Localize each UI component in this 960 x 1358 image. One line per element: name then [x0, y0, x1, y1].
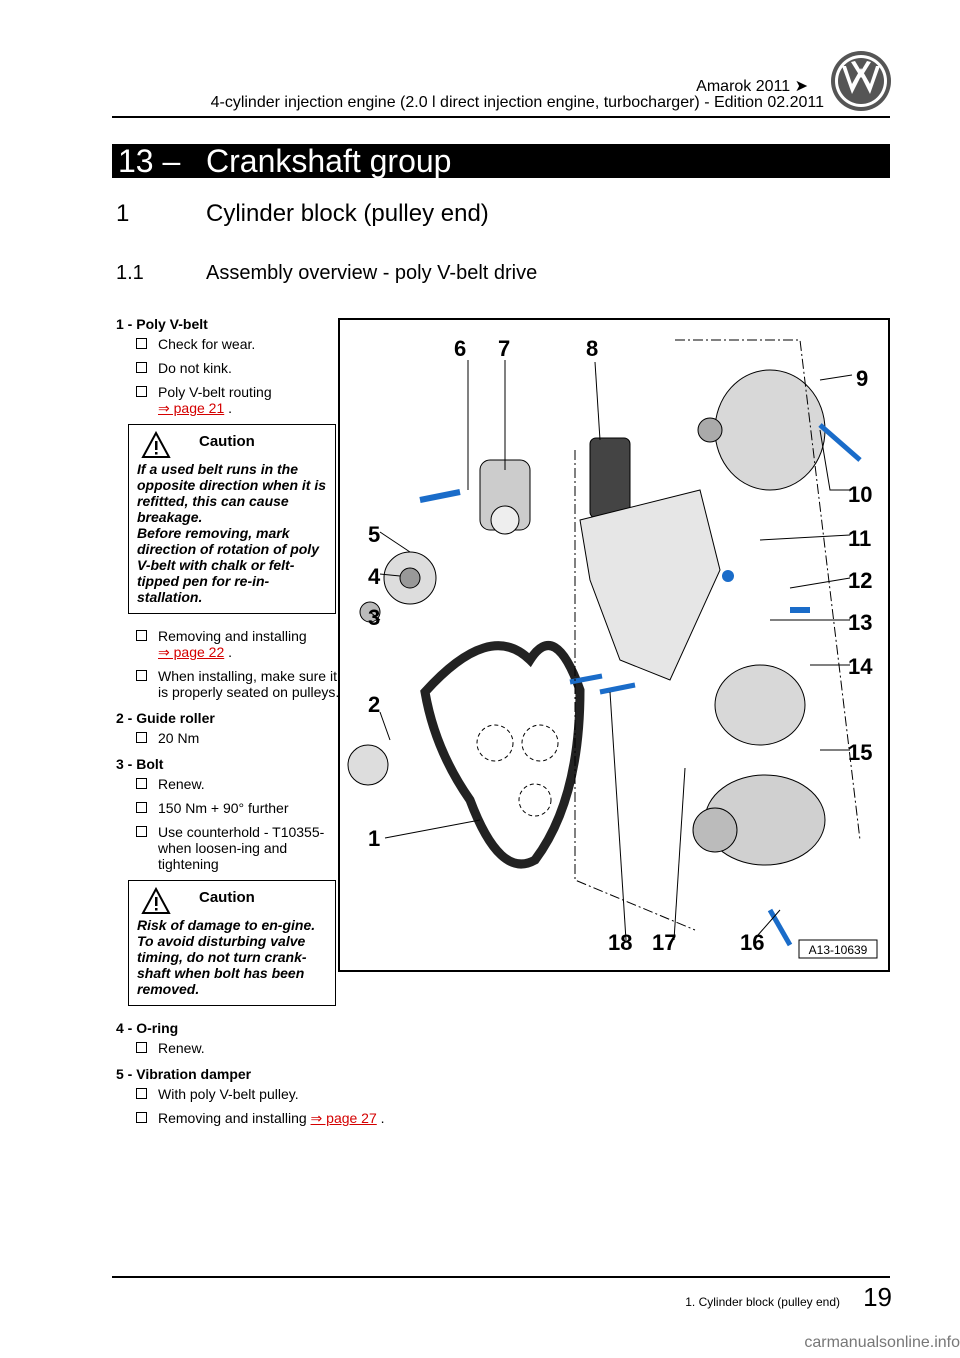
item-title: 3 - Bolt — [116, 756, 164, 772]
parts-list: 1 - Poly V-belt Check for wear. Do not k… — [116, 316, 385, 1134]
caution-title: Caution — [199, 433, 255, 450]
caution-text: If a used belt runs in the opposite dire… — [137, 461, 327, 525]
footer-title: 1. Cylinder block (pulley end) — [685, 1295, 840, 1309]
subsection-title: Assembly overview - poly V-belt drive — [206, 262, 538, 284]
list-item: 20 Nm — [116, 730, 340, 746]
caution-text: Risk of damage to en-gine. — [137, 917, 316, 933]
checkbox-icon — [136, 778, 147, 789]
list-item: With poly V-belt pulley. — [116, 1086, 578, 1102]
header-subtitle: 4-cylinder injection engine (2.0 l direc… — [210, 94, 824, 111]
checkbox-icon — [136, 386, 147, 397]
caution-text: To avoid disturbing valve timing, do not… — [137, 933, 307, 997]
footer-rule — [112, 1276, 890, 1278]
list-item: Do not kink. — [116, 360, 340, 376]
list-item: When installing, make sure it is properl… — [116, 668, 340, 700]
checkbox-icon — [136, 1042, 147, 1053]
page-link[interactable]: ⇒ page 27 — [310, 1110, 377, 1126]
callout-label-10: 10 — [848, 482, 872, 507]
list-item: Use counterhold - T10355- when loosen-in… — [116, 824, 340, 872]
list-item: Renew. — [116, 776, 340, 792]
vw-logo — [831, 51, 891, 111]
caution-box: Caution Risk of damage to en-gine. To av… — [128, 880, 336, 1006]
page-number: 19 — [863, 1282, 892, 1312]
callout-label-8: 8 — [586, 336, 598, 361]
callout-label-6: 6 — [454, 336, 466, 361]
checkbox-icon — [136, 1112, 147, 1123]
callout-label-5: 5 — [368, 522, 380, 547]
checkbox-icon — [136, 802, 147, 813]
list-item: 150 Nm + 90° further — [116, 800, 340, 816]
checkbox-icon — [136, 670, 147, 681]
section-number: 1 — [116, 200, 130, 227]
callout-label-9: 9 — [856, 366, 868, 391]
callout-label-3: 3 — [368, 605, 380, 630]
callout-label-15: 15 — [848, 740, 872, 765]
checkbox-icon — [136, 732, 147, 743]
callout-label-18: 18 — [608, 930, 632, 955]
list-item: Check for wear. — [116, 336, 340, 352]
list-item: Removing and installing ⇒ page 27 . — [116, 1110, 578, 1126]
subsection-number: 1.1 — [116, 262, 144, 284]
chapter-title: Crankshaft group — [206, 143, 452, 179]
list-item: Removing and installing⇒ page 22 . — [116, 628, 340, 660]
item-title: 5 - Vibration damper — [116, 1066, 252, 1082]
callout-label-12: 12 — [848, 568, 872, 593]
checkbox-icon — [136, 362, 147, 373]
header-model: Amarok 2011 ➤ — [696, 78, 808, 95]
checkbox-icon — [136, 826, 147, 837]
list-item: Poly V-belt routing⇒ page 21 . — [116, 384, 340, 416]
caution-box: Caution If a used belt runs in the oppos… — [128, 424, 336, 614]
diagram-code: A13-10639 — [809, 943, 868, 957]
page-link[interactable]: ⇒ page 22 — [158, 644, 225, 660]
item-title: 2 - Guide roller — [116, 710, 215, 726]
warning-icon — [141, 887, 171, 914]
callout-label-13: 13 — [848, 610, 872, 635]
chapter-number: 13 – — [118, 143, 181, 179]
watermark: carmanualsonline.info — [804, 1334, 960, 1351]
checkbox-icon — [136, 1088, 147, 1099]
caution-text: Before removing, mark direction of rotat… — [137, 525, 319, 605]
callout-label-14: 14 — [848, 654, 873, 679]
list-item: Renew. — [116, 1040, 340, 1056]
callout-label-17: 17 — [652, 930, 676, 955]
callout-label-16: 16 — [740, 930, 764, 955]
callout-label-11: 11 — [848, 526, 871, 551]
callout-label-4: 4 — [368, 564, 381, 589]
item-title: 4 - O-ring — [116, 1020, 179, 1036]
checkbox-icon — [136, 630, 147, 641]
caution-title: Caution — [199, 889, 255, 906]
page-link[interactable]: ⇒ page 21 — [158, 400, 225, 416]
header-rule — [112, 116, 890, 118]
callout-label-1: 1 — [368, 826, 380, 851]
chapter-heading: 13 – Crankshaft group — [112, 144, 890, 178]
checkbox-icon — [136, 338, 147, 349]
item-title: 1 - Poly V-belt — [116, 316, 208, 332]
callout-label-7: 7 — [498, 336, 510, 361]
callout-label-2: 2 — [368, 692, 380, 717]
section-title: Cylinder block (pulley end) — [206, 200, 489, 227]
warning-icon — [141, 431, 171, 458]
